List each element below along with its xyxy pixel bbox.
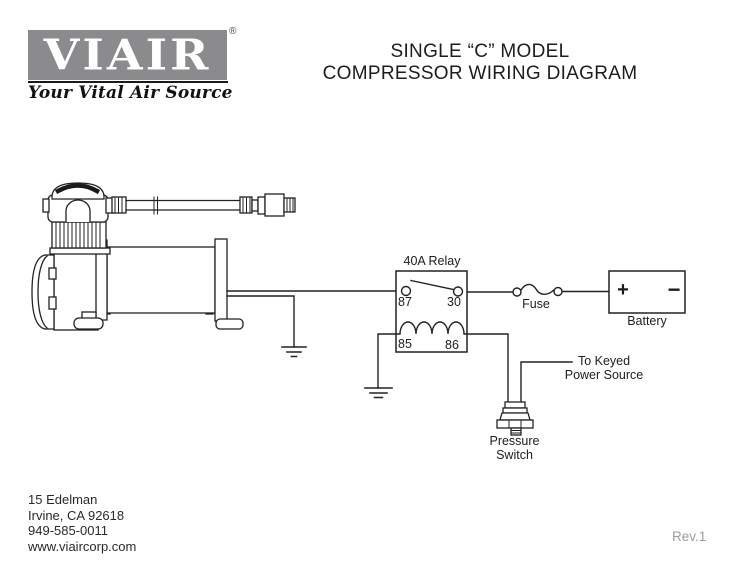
fitting-body: [264, 193, 285, 217]
website-url: www.viaircorp.com: [28, 538, 137, 554]
head-arch: [65, 199, 91, 223]
ground-symbol-relay: [364, 387, 393, 399]
ferrule-ribs-left: [114, 196, 123, 214]
title-line2: COMPRESSOR WIRING DIAGRAM: [322, 63, 638, 84]
air-hose: [125, 199, 241, 211]
fitting-hex: [257, 196, 266, 215]
ferrule-ribs-right: [242, 196, 251, 214]
battery-positive-sign: +: [617, 279, 629, 301]
relay-switch-blade: [410, 279, 455, 291]
dome-band: [54, 183, 101, 195]
cap-tab-lower: [48, 296, 57, 310]
pressure-switch-line1: Pressure: [489, 434, 540, 448]
switch-body: [499, 412, 531, 421]
registered-trademark: ®: [229, 26, 237, 37]
cooling-fins: [55, 222, 101, 248]
head-lug-left: [42, 198, 50, 213]
pressure-switch-label: Pressure Switch: [472, 434, 557, 462]
relay-terminal-85-label: 85: [398, 337, 412, 351]
keyed-power-label: To Keyed Power Source: [552, 354, 656, 382]
front-end-cap: [31, 254, 55, 330]
keyed-power-line1: To Keyed: [577, 354, 631, 368]
wire-relay-85-to-ground: [377, 333, 397, 389]
relay-terminal-30-circle: [452, 286, 464, 297]
fuse-terminal-left: [512, 287, 522, 297]
hose-break-marks: [153, 196, 158, 215]
fuse-terminal-right: [553, 286, 563, 297]
wire-pressure-switch-to-keyed-power: [520, 361, 573, 403]
fuse-element: [520, 283, 555, 295]
logo-tagline: Your Vital Air Source: [28, 83, 233, 103]
address-line1: 15 Edelman: [28, 492, 98, 507]
hex-facets: [508, 419, 522, 429]
phone-number: 949-585-0011: [28, 523, 108, 538]
fuse-symbol: [512, 283, 563, 297]
relay-coil: [395, 321, 468, 335]
relay-terminal-30-label: 30: [447, 295, 461, 309]
thread-lines: [286, 197, 294, 213]
tank-body: [106, 246, 216, 314]
compressor-illustration: [31, 182, 296, 331]
page-title: SINGLE “C” MODEL COMPRESSOR WIRING DIAGR…: [270, 41, 690, 85]
head-base-band: [49, 247, 111, 255]
address-line2: Irvine, CA 92618: [28, 507, 125, 523]
fitting-collar: [251, 199, 259, 212]
tank-bracket-right: [214, 238, 228, 322]
front-cap-curve: [37, 255, 48, 329]
fuse-label: Fuse: [522, 297, 550, 311]
viair-logo: VIAIR: [28, 30, 227, 80]
company-address: 15 Edelman Irvine, CA 92618 949-585-0011…: [28, 492, 136, 554]
ground-symbol-compressor: [281, 346, 307, 358]
keyed-power-line2: Power Source: [564, 368, 644, 382]
relay-terminal-87-circle: [400, 285, 412, 297]
relay-terminal-86-label: 86: [445, 338, 459, 352]
wires: [226, 290, 610, 403]
battery-label: Battery: [627, 314, 667, 328]
fin-block: [51, 221, 107, 249]
pressure-switch-line2: Switch: [496, 448, 533, 462]
mount-foot-left: [73, 317, 104, 330]
stem-threads: [510, 430, 522, 434]
logo-underline: [28, 81, 228, 83]
battery-box: [608, 270, 686, 314]
relay-label: 40A Relay: [403, 254, 461, 268]
pressure-switch-symbol: [496, 401, 534, 436]
mount-foot-right: [215, 318, 244, 330]
wire-compressor-to-ground: [226, 295, 295, 348]
relay-terminal-87-label: 87: [398, 295, 412, 309]
switch-hex-nut: [496, 419, 534, 429]
viair-logo-text: VIAIR: [43, 30, 212, 80]
switch-collar: [502, 407, 528, 414]
cap-tab-upper: [48, 267, 57, 280]
switch-cap: [504, 401, 526, 409]
switch-stem: [510, 427, 522, 436]
battery-negative-sign: −: [667, 277, 681, 302]
title-line1: SINGLE “C” MODEL: [390, 41, 570, 62]
relay-symbol: [395, 270, 468, 353]
wire-relay-86-to-pressure-switch: [466, 333, 509, 403]
revision-number: Rev.1: [672, 529, 707, 544]
